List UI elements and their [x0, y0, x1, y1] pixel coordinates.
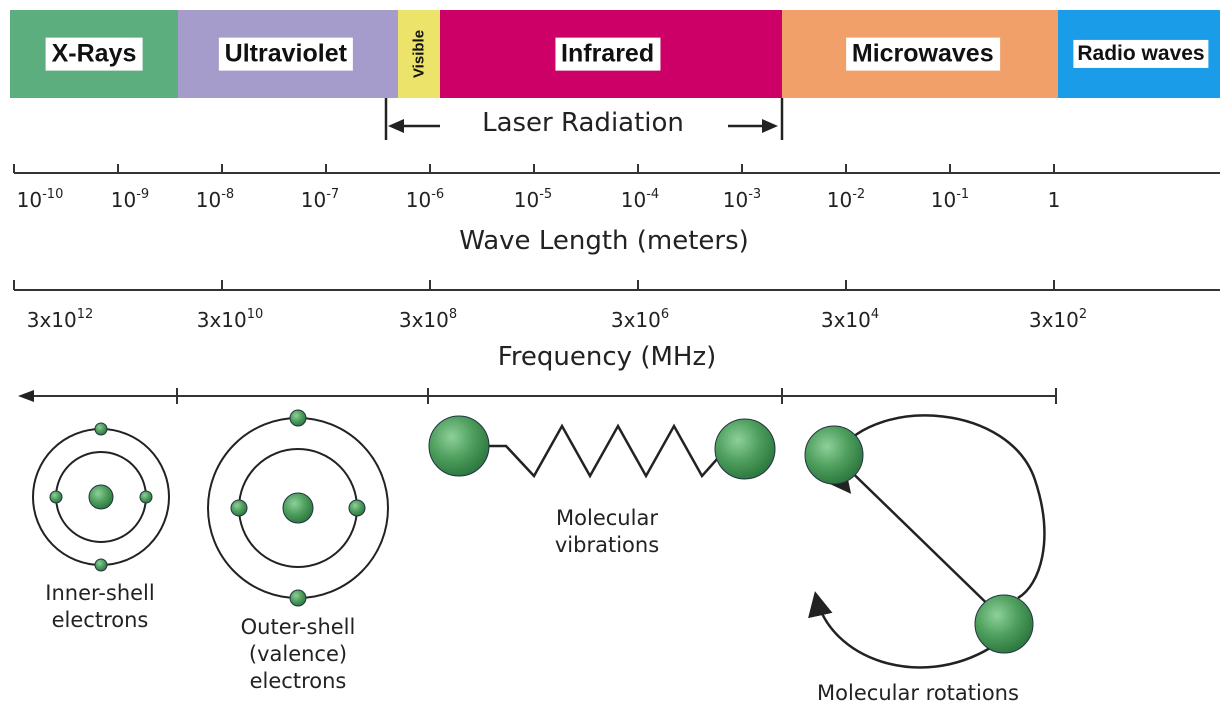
laser-radiation-label: Laser Radiation	[482, 108, 684, 138]
wavelength-tick: 10-6	[405, 187, 445, 212]
frequency-tick: 3x108	[398, 307, 458, 332]
wavelength-tick: 10-4	[620, 187, 660, 212]
band-ultraviolet: Ultraviolet	[178, 10, 398, 98]
wavelength-tick: 10-7	[300, 187, 340, 212]
band-label-xrays: X-Rays	[45, 37, 143, 71]
wavelength-tick: 10-2	[826, 187, 866, 212]
wavelength-tick: 10-1	[930, 187, 970, 212]
vibrations-caption: Molecular vibrations	[554, 506, 660, 557]
laser-bracket	[384, 98, 784, 140]
band-label-infrared: Infrared	[555, 37, 661, 71]
region-divider-line	[18, 388, 1057, 404]
band-xrays: X-Rays	[10, 10, 178, 98]
frequency-tick: 3x106	[610, 307, 670, 332]
wavelength-tick: 10-10	[16, 187, 64, 212]
rotations-caption: Molecular rotations	[817, 681, 1019, 705]
outer-shell-caption: Outer-shell (valence) electrons	[240, 615, 356, 693]
wavelength-axis	[13, 164, 1220, 174]
frequency-tick: 3x102	[1028, 307, 1088, 332]
frequency-tick: 3x1010	[196, 307, 264, 332]
vibrating-molecule	[428, 415, 776, 480]
rotating-molecule	[804, 414, 1046, 669]
frequency-axis-title: Frequency (MHz)	[497, 342, 717, 372]
wavelength-tick: 10-8	[195, 187, 235, 212]
band-microwaves: Microwaves	[782, 10, 1058, 98]
band-visible: Visible	[398, 10, 440, 98]
wavelength-tick: 10-3	[722, 187, 762, 212]
band-radio-waves: Radio waves	[1058, 10, 1220, 98]
band-label-microwaves: Microwaves	[845, 37, 1000, 71]
inner-shell-atom	[32, 422, 170, 572]
wavelength-tick: 10-9	[110, 187, 150, 212]
band-infrared: Infrared	[440, 10, 782, 98]
inner-shell-caption: Inner-shell electrons	[45, 581, 155, 632]
frequency-tick: 3x104	[820, 307, 880, 332]
wavelength-tick: 1	[1047, 188, 1061, 212]
wavelength-tick: 10-5	[513, 187, 553, 212]
wavelength-axis-title: Wave Length (meters)	[459, 226, 749, 256]
outer-shell-atom	[207, 409, 389, 607]
frequency-tick: 3x1012	[26, 307, 94, 332]
frequency-axis	[13, 280, 1220, 291]
band-label-ultraviolet: Ultraviolet	[218, 37, 353, 71]
band-label-radio-waves: Radio waves	[1073, 39, 1209, 69]
